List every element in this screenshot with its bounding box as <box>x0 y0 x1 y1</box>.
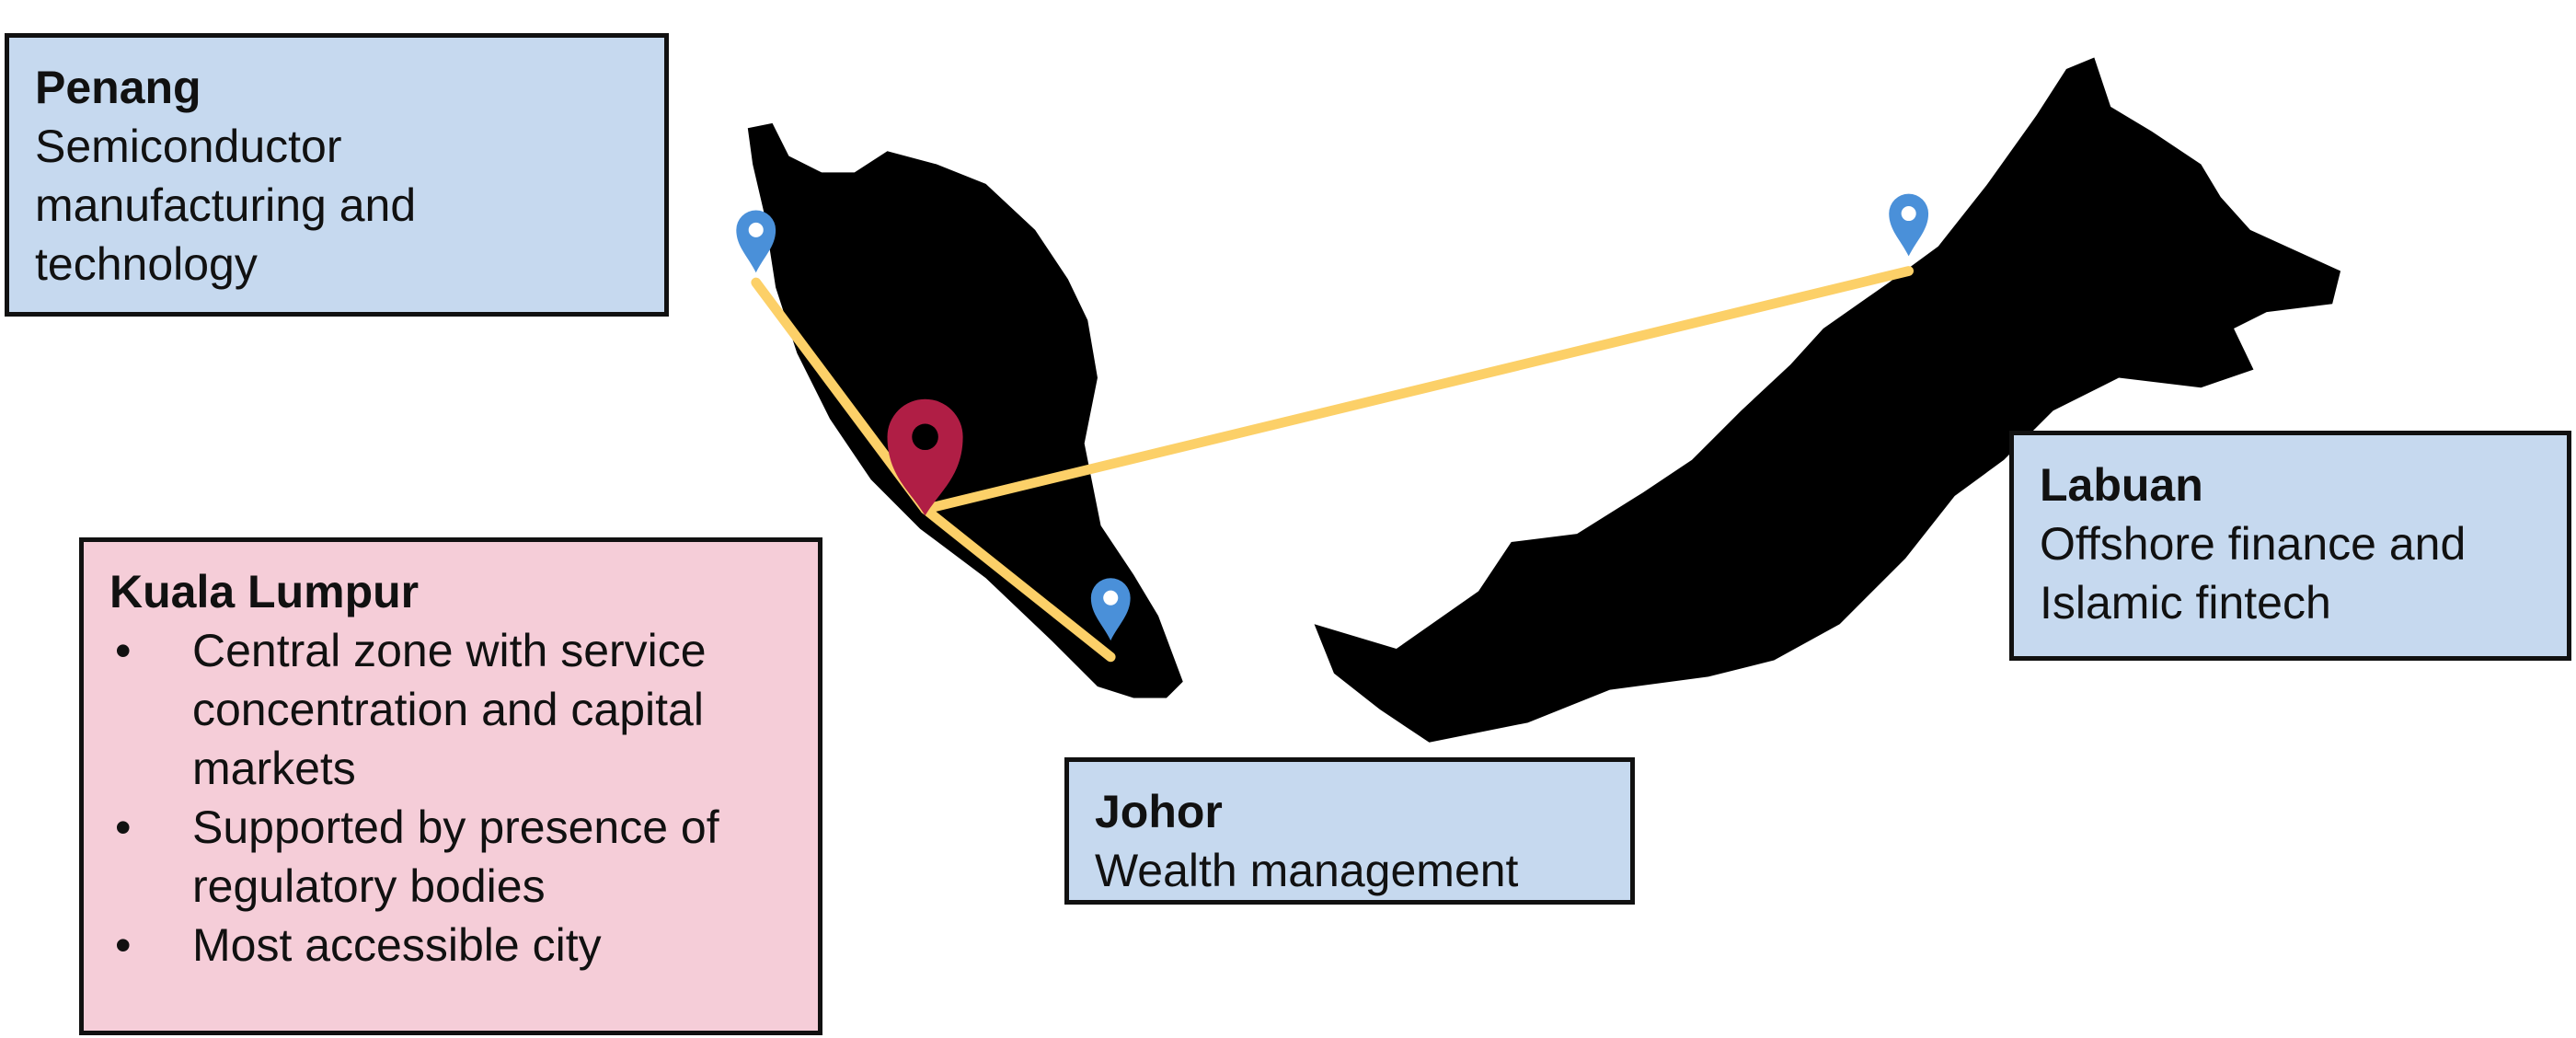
johor-description: Wealth management <box>1095 845 1519 896</box>
johor-pin-icon <box>1090 578 1131 641</box>
borneo-malaysia-landmass <box>1314 57 2341 743</box>
penang-pin-icon <box>736 210 776 273</box>
kuala-lumpur-pin-icon <box>887 398 963 516</box>
bullet-item: Supported by presence of regulatory bodi… <box>109 798 792 916</box>
kuala-lumpur-bullets: Central zone with service concentration … <box>109 621 792 975</box>
peninsular-malaysia-landmass <box>747 122 1183 698</box>
labuan-callout: Labuan Offshore finance and Islamic fint… <box>2009 431 2571 661</box>
labuan-title: Labuan <box>2040 459 2203 511</box>
labuan-pin-icon <box>1889 193 1929 257</box>
penang-title: Penang <box>35 62 201 113</box>
bullet-item: Central zone with service concentration … <box>109 621 792 798</box>
kuala-lumpur-title: Kuala Lumpur <box>109 566 420 617</box>
route-kl-labuan <box>920 266 1915 514</box>
johor-callout: Johor Wealth management <box>1064 757 1635 905</box>
bullet-item: Most accessible city <box>109 916 792 975</box>
johor-title: Johor <box>1095 786 1223 837</box>
penang-description: Semiconductor manufacturing and technolo… <box>35 121 417 290</box>
kuala-lumpur-callout: Kuala Lumpur Central zone with service c… <box>79 537 822 1035</box>
labuan-description: Offshore finance and Islamic fintech <box>2040 518 2467 629</box>
penang-callout: Penang Semiconductor manufacturing and t… <box>5 33 669 317</box>
